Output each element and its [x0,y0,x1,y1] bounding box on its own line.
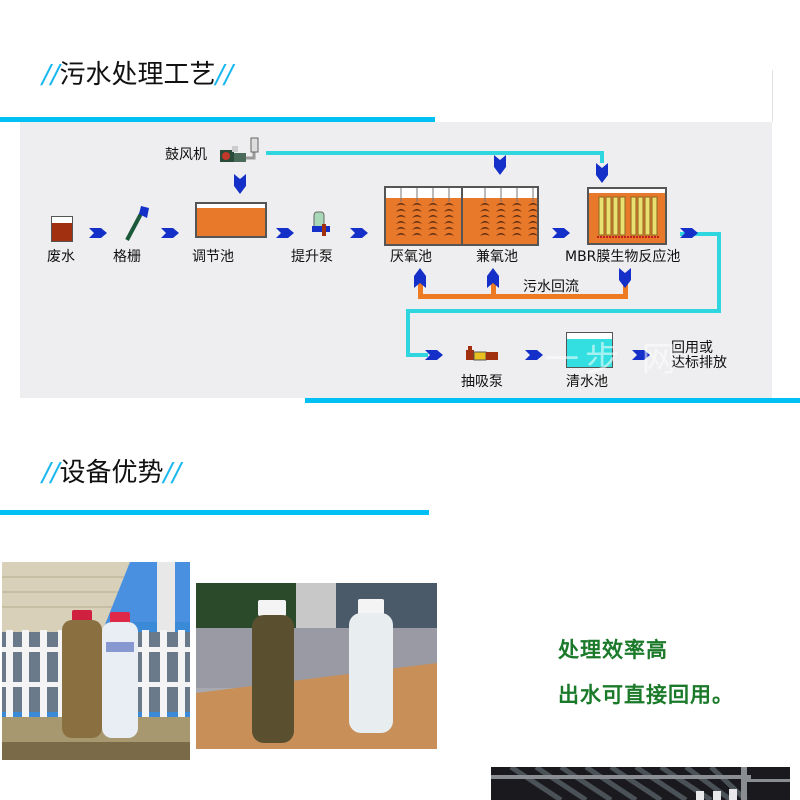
section-title-advantages: //设备优势// [42,452,181,489]
clear-water-tank-icon [566,332,613,368]
effluent-pipe-down [717,232,721,312]
effluent-pipe-across [406,309,721,313]
effluent-pipe-right [680,232,720,236]
diagram-underline-bar [305,398,800,403]
divider-line [772,70,773,122]
return-pipe-horizontal [418,294,628,299]
arrow-up-icon [414,268,426,288]
label-clear-water-tank: 清水池 [566,374,608,390]
title-underline-bar [0,510,429,515]
mbr-tank-icon [587,187,667,245]
air-pipe-drop-mbr [600,151,604,163]
lift-pump-icon [310,210,332,238]
grille-icon [123,204,151,244]
anaerobic-anoxic-tank-icon [384,186,539,246]
arrow-right-icon [350,228,368,238]
effluent-pipe-to-pump [406,353,428,357]
label-output-line2: 达标排放 [671,355,727,371]
wastewater-container-icon [51,216,73,242]
arrow-right-icon [89,228,107,238]
bottles-comparison-table-photo [196,583,437,749]
label-anoxic-tank: 兼氧池 [476,249,518,265]
title-underline-bar [0,117,435,122]
mbr-equipment-photo [491,767,790,800]
regulating-tank-icon [195,202,267,238]
arrow-down-icon [494,155,506,175]
arrow-right-icon [680,228,698,238]
watermark: 一步 网 [545,340,682,380]
return-pipe-mid [491,280,496,298]
arrow-right-icon [632,350,650,360]
air-pipe-main [266,151,604,155]
label-output-line1: 回用或 [671,340,713,356]
suction-pump-icon [464,346,500,362]
label-grille: 格栅 [113,249,141,265]
advantage-line-reuse: 出水可直接回用。 [558,683,734,707]
label-suction-pump: 抽吸泵 [461,374,503,390]
blower-icon [218,136,262,166]
return-pipe-right [623,282,628,298]
slash-decoration-right: // [163,458,182,488]
section-title-text: 污水处理工艺 [59,60,216,90]
label-mbr-tank: MBR膜生物反应池 [565,249,681,265]
bottles-comparison-outdoor-photo [2,562,190,760]
label-blower: 鼓风机 [165,147,207,163]
arrow-down-icon [619,268,631,288]
slash-decoration-left: // [42,60,60,90]
arrow-down-icon [596,163,608,183]
slash-decoration-left: // [42,458,60,488]
advantage-line-efficiency: 处理效率高 [558,638,668,662]
section-title-process: //污水处理工艺// [42,54,233,91]
process-flow-diagram: 鼓风机 废水 [20,122,772,398]
label-sludge-return: 污水回流 [523,279,579,295]
effluent-pipe-down-left [406,309,410,357]
arrow-down-icon [234,174,246,194]
return-pipe-left [418,280,423,298]
arrow-right-icon [552,228,570,238]
label-wastewater: 废水 [47,249,75,265]
label-anaerobic-tank: 厌氧池 [390,249,432,265]
arrow-right-icon [161,228,179,238]
arrow-up-icon [487,268,499,288]
arrow-right-icon [425,350,443,360]
arrow-right-icon [525,350,543,360]
arrow-right-icon [276,228,294,238]
section-title-text: 设备优势 [59,458,164,488]
slash-decoration-right: // [215,60,234,90]
label-regulating-tank: 调节池 [192,249,234,265]
label-lift-pump: 提升泵 [291,249,333,265]
